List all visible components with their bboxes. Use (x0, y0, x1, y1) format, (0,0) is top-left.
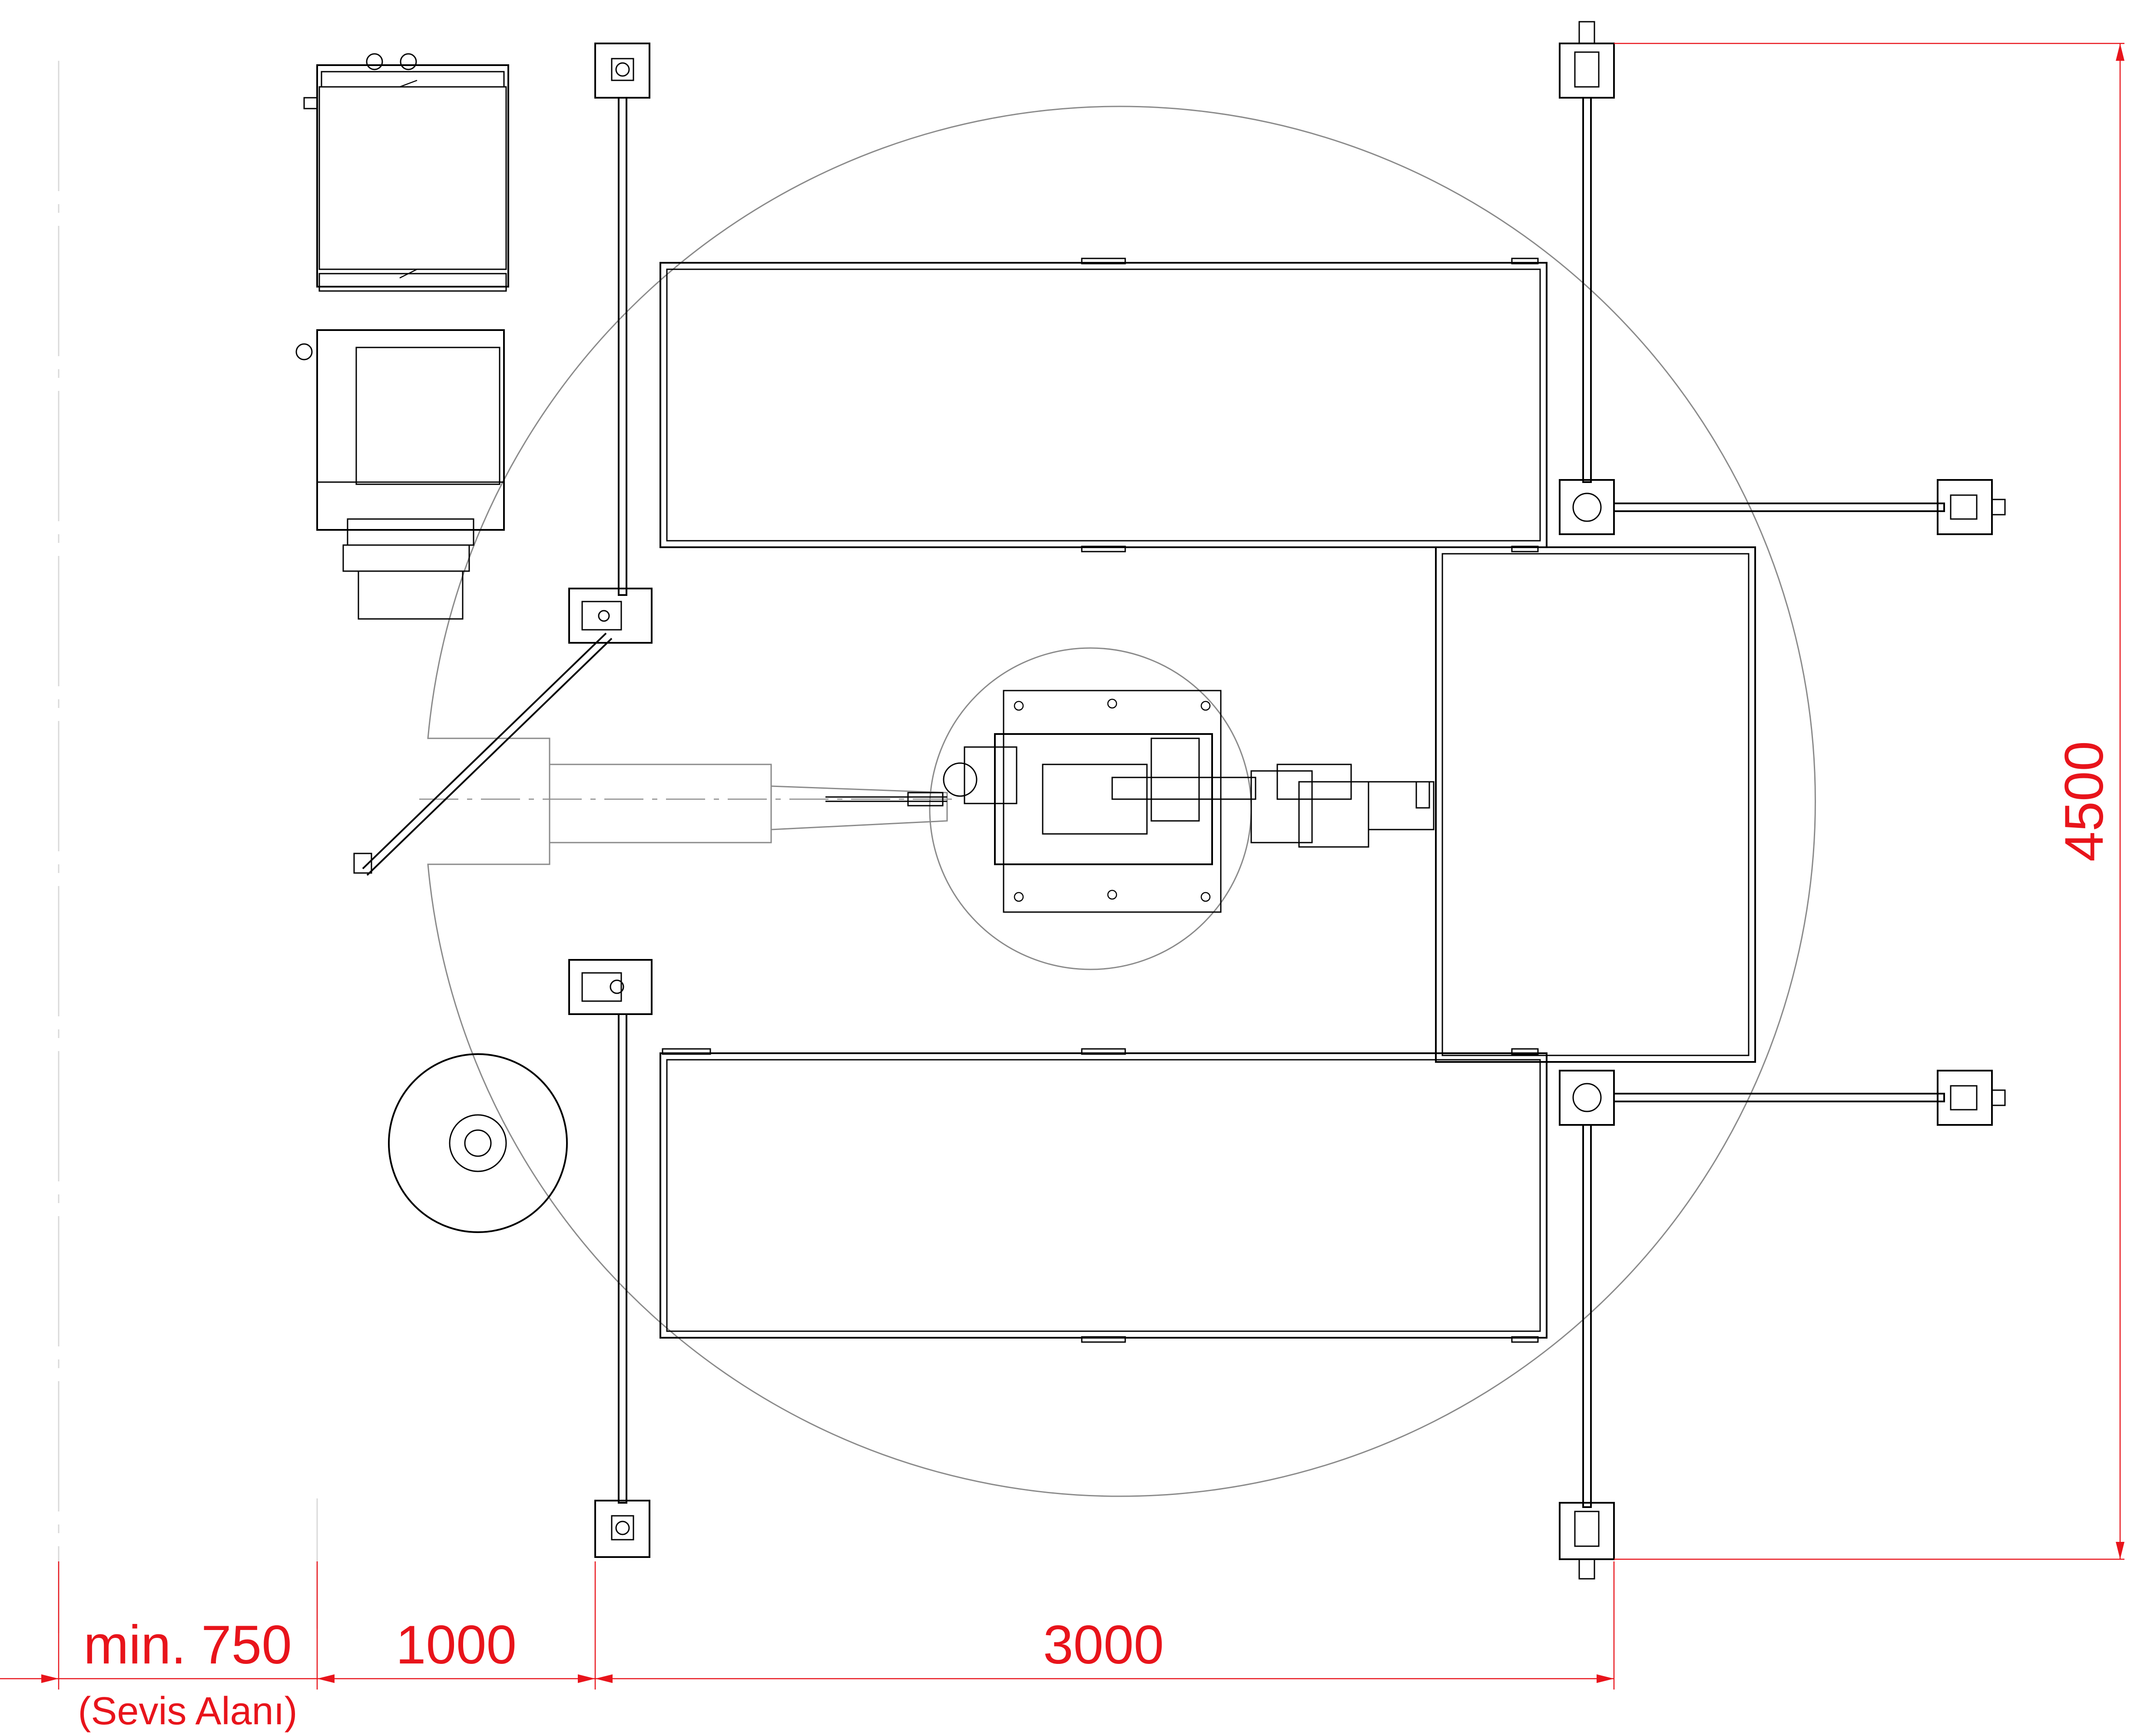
safety-post-right-bottom (1559, 1070, 2006, 1580)
dimension-label-service-width: min. 750 (83, 1615, 292, 1675)
dimension-chain-bottom (0, 1561, 1615, 1690)
safety-post-left-top (353, 43, 653, 876)
service-boundary-lines (58, 61, 318, 1633)
dimension-label-service-area: (Sevis Alanı) (78, 1690, 297, 1733)
fixture-table-bottom (659, 1048, 1548, 1343)
robot-base-envelope (929, 647, 1252, 970)
dimension-cell-height (1614, 43, 2124, 1560)
fixture-table-top (659, 258, 1548, 552)
welding-robot (825, 690, 1435, 913)
safety-post-right-top (1559, 21, 2006, 535)
dimension-label-cell-width: 3000 (1043, 1615, 1164, 1675)
robot-controller-cabinet (295, 53, 509, 620)
dimension-label-gap-width: 1000 (396, 1615, 517, 1675)
safety-post-left-bottom (568, 959, 653, 1558)
wire-spool (388, 1053, 568, 1233)
dimension-label-cell-height: 4500 (2054, 741, 2114, 862)
fixture-table-right (1435, 546, 1756, 1063)
robot-reach-envelope (419, 106, 1816, 1497)
